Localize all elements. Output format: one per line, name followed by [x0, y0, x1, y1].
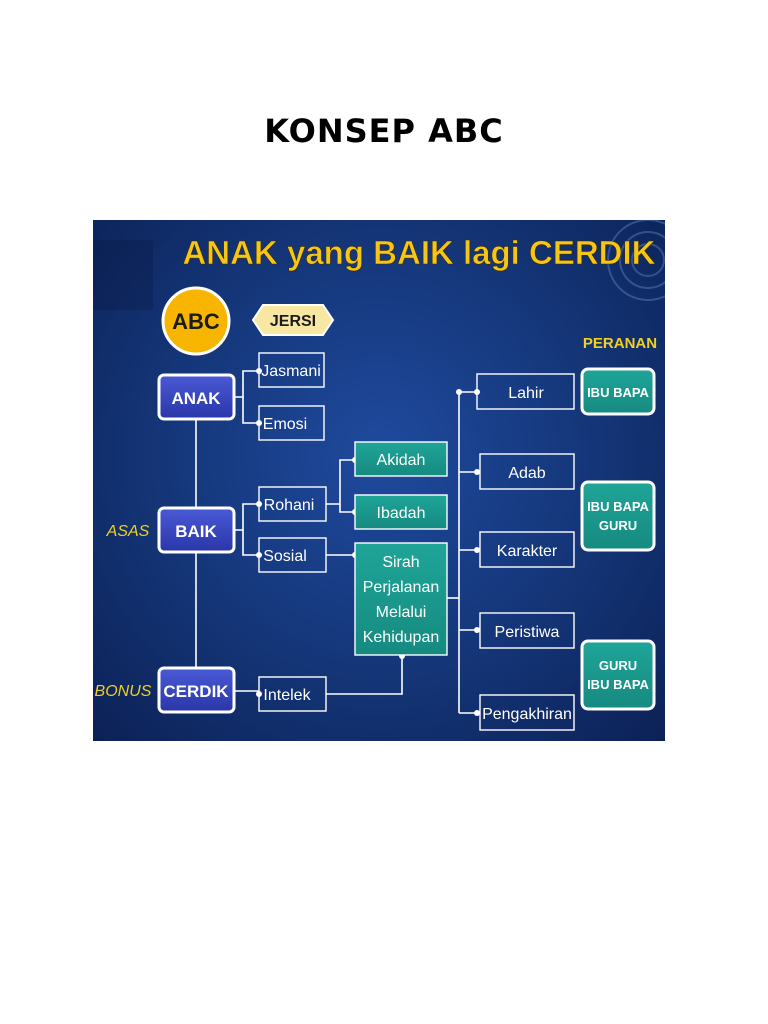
peranan-label: PERANAN — [583, 335, 657, 352]
abc-badge-circle — [161, 286, 231, 356]
role-node-3-line-1: GURU — [599, 658, 637, 673]
teal-node-sirah-line-1: Sirah — [382, 554, 419, 571]
main-node-cerdik-label: CERDIK — [163, 682, 229, 701]
sub-node-jasmani: Jasmani — [261, 363, 321, 380]
diagram-canvas: ANAK yang BAIK lagi CERDIK ABC JERSI PER… — [93, 220, 665, 731]
bonus-label: BONUS — [95, 683, 152, 700]
stage-node-boxes — [476, 373, 575, 731]
sub-node-emosi: Emosi — [263, 416, 307, 433]
sub-node-boxes — [258, 352, 327, 712]
stage-node-pengakhiran: Pengakhiran — [482, 706, 572, 723]
role-node-3-line-2: IBU BAPA — [587, 677, 649, 692]
abc-badge: ABC — [172, 309, 220, 334]
connector-lines — [195, 370, 477, 714]
decorative-circuit — [93, 220, 665, 310]
asas-label: ASAS — [106, 523, 150, 540]
teal-node-akidah: Akidah — [354, 441, 448, 477]
jersi-tag-shape — [251, 304, 335, 336]
diagram-heading: ANAK yang BAIK lagi CERDIK — [182, 234, 655, 271]
role-node-2: IBU BAPA GURU — [580, 480, 656, 552]
teal-node-sirah-line-4: Kehidupan — [363, 629, 440, 646]
teal-node-ibadah: Ibadah — [354, 494, 448, 530]
teal-node-sirah-line-3: Melalui — [376, 604, 427, 621]
main-node-baik-label: BAIK — [175, 522, 217, 541]
stage-node-karakter: Karakter — [497, 543, 558, 560]
role-node-2-line-2: GURU — [599, 518, 637, 533]
sub-node-sosial: Sosial — [263, 548, 307, 565]
teal-node-ibadah-label: Ibadah — [377, 505, 426, 522]
abc-concept-diagram: ANAK yang BAIK lagi CERDIK ABC JERSI PER… — [93, 220, 665, 741]
teal-node-sirah-line-2: Perjalanan — [363, 579, 440, 596]
sub-node-rohani: Rohani — [264, 497, 315, 514]
role-node-3: GURU IBU BAPA — [580, 639, 656, 711]
stage-node-lahir: Lahir — [508, 385, 544, 402]
teal-node-sirah: Sirah Perjalanan Melalui Kehidupan — [354, 542, 448, 656]
main-node-anak: ANAK — [157, 373, 236, 421]
jersi-label: JERSI — [270, 313, 316, 330]
main-node-anak-label: ANAK — [171, 389, 221, 408]
sub-node-intelek: Intelek — [263, 687, 311, 704]
main-node-baik: BAIK — [157, 506, 236, 554]
role-node-1: IBU BAPA — [580, 367, 656, 416]
role-node-2-line-1: IBU BAPA — [587, 499, 649, 514]
main-node-cerdik: CERDIK — [157, 666, 236, 714]
teal-node-akidah-label: Akidah — [377, 452, 426, 469]
stage-node-peristiwa: Peristiwa — [495, 624, 560, 641]
document-title: KONSEP ABC — [264, 112, 504, 150]
stage-node-adab: Adab — [508, 465, 545, 482]
role-node-1-label: IBU BAPA — [587, 385, 649, 400]
